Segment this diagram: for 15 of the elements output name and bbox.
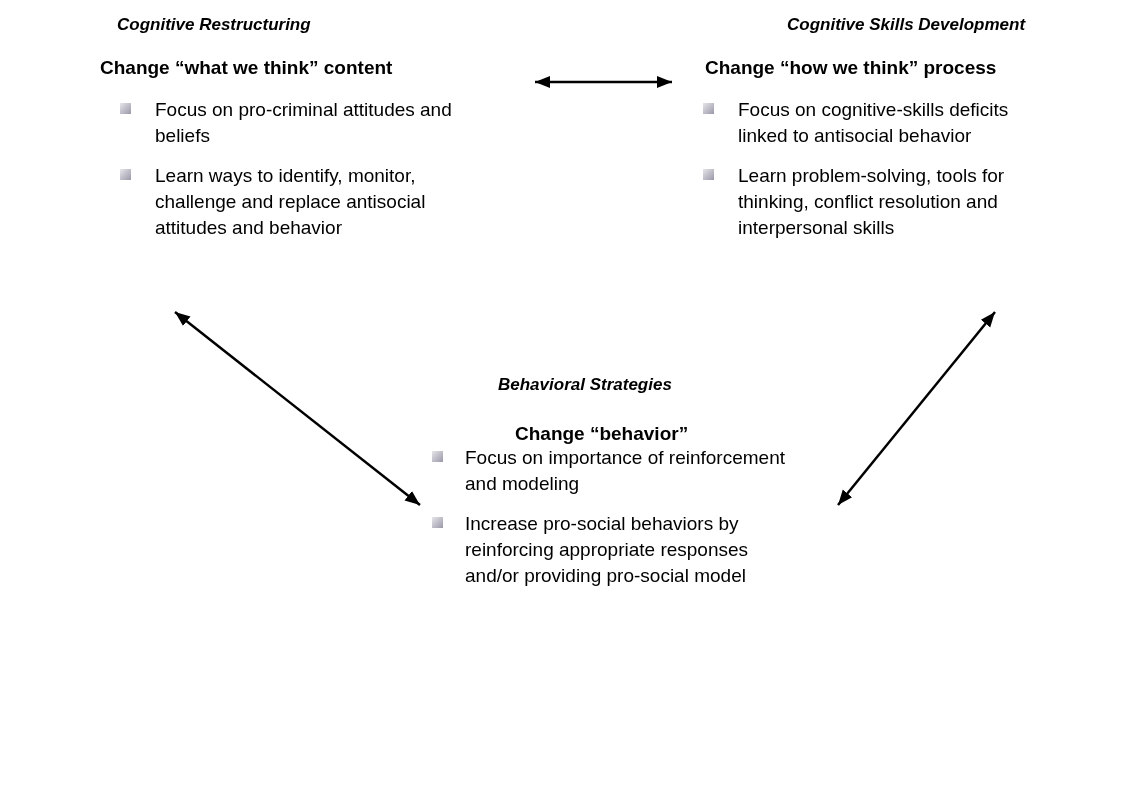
double-arrow (174, 311, 421, 506)
bullet-text: Increase pro-social behaviors by reinforcing appropriate responses and/or providing pro-social model (465, 512, 750, 588)
section-title: Behavioral Strategies (498, 375, 672, 395)
bullet-text: Learn ways to identify, monitor, challenge and replace antisocial attitudes and behavior (155, 164, 427, 240)
bullet-text: Focus on pro-criminal attitudes and beliefs (155, 98, 453, 148)
section-title: Cognitive Skills Development (787, 15, 1026, 35)
section-heading: Change “behavior” (515, 423, 689, 445)
bullet-text: Focus on importance of reinforcement and modeling (465, 446, 786, 496)
double-arrow (535, 76, 672, 88)
section-heading: Change “how we think” process (705, 57, 997, 79)
section-title: Cognitive Restructuring (117, 15, 311, 35)
bullet-text: Learn problem-solving, tools for thinking, conflict resolution and interpersonal skills (738, 164, 1006, 240)
section-heading: Change “what we think” content (100, 57, 393, 79)
double-arrow (837, 311, 996, 506)
bullet-text: Focus on cognitive-skills deficits linked to antisocial behavior (738, 98, 1010, 148)
